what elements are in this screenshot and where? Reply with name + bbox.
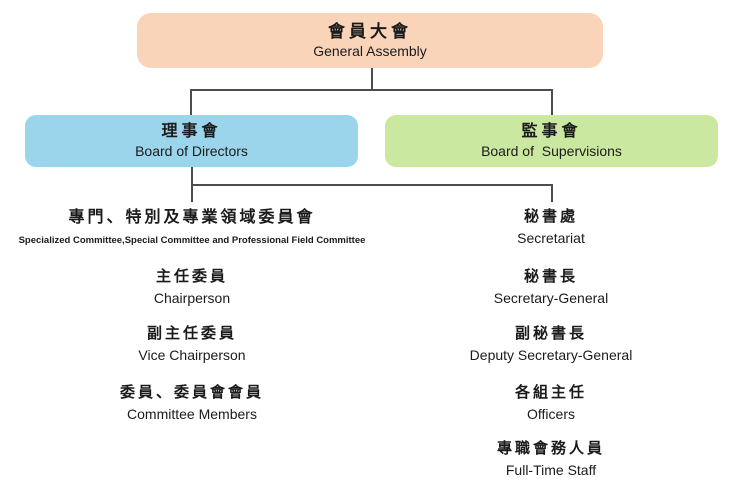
general-assembly-label-en: General Assembly [313, 43, 427, 60]
full-time-staff-label-zh: 專職會務人員 [496, 440, 605, 457]
secretary-general-label-zh: 秘書長 [523, 268, 578, 285]
specialized-committee-label-zh: 專門、特別及專業領域委員會 [68, 209, 316, 226]
full-time-staff-label-en: Full-Time Staff [505, 462, 597, 478]
connector-root-stem [371, 68, 373, 91]
vice-chairperson-label-zh: 副主任委員 [146, 325, 237, 342]
secretariat-label-en: Secretariat [517, 230, 585, 246]
node-full-time-staff: 專職會務人員 Full-Time Staff [371, 440, 731, 479]
node-secretary-general: 秘書長 Secretary-General [371, 268, 731, 307]
deputy-secretary-general-label-en: Deputy Secretary-General [469, 347, 633, 363]
node-committee-members: 委員、委員會會員 Committee Members [12, 384, 372, 423]
committee-members-label-zh: 委員、委員會會員 [119, 384, 264, 401]
specialized-committee-label-en: Specialized Committee,Special Committee … [18, 235, 366, 247]
vice-chairperson-label-en: Vice Chairperson [138, 347, 246, 363]
connector-branch-horizontal-bar [191, 184, 553, 186]
deputy-secretary-general-label-zh: 副秘書長 [514, 325, 587, 342]
connector-supervisors-drop [551, 89, 553, 116]
node-general-assembly: 會員大會 General Assembly [137, 13, 603, 68]
node-chairperson: 主任委員 Chairperson [12, 268, 372, 307]
connector-directors-drop [190, 89, 192, 116]
connector-secretariat-drop [551, 184, 553, 202]
chairperson-label-zh: 主任委員 [155, 268, 228, 285]
node-secretariat: 秘書處 Secretariat [371, 208, 731, 247]
officers-label-zh: 各組主任 [514, 384, 587, 401]
board-of-directors-label-en: Board of Directors [135, 142, 248, 159]
committee-members-label-en: Committee Members [127, 406, 257, 422]
node-board-of-supervisors: 監事會 Board of Supervisions [385, 115, 718, 167]
node-board-of-directors: 理事會 Board of Directors [25, 115, 358, 167]
general-assembly-label-zh: 會員大會 [328, 21, 412, 41]
node-specialized-committee: 專門、特別及專業領域委員會 Specialized Committee,Spec… [12, 208, 372, 248]
connector-root-horizontal-bar [190, 89, 553, 91]
secretary-general-label-en: Secretary-General [493, 290, 609, 306]
board-of-directors-label-zh: 理事會 [161, 122, 222, 140]
chairperson-label-en: Chairperson [153, 290, 231, 306]
officers-label-en: Officers [527, 406, 575, 422]
secretariat-label-zh: 秘書處 [523, 208, 578, 225]
board-of-supervisors-label-en: Board of Supervisions [481, 142, 622, 159]
board-of-supervisors-label-zh: 監事會 [521, 122, 582, 140]
node-officers: 各組主任 Officers [371, 384, 731, 423]
node-vice-chairperson: 副主任委員 Vice Chairperson [12, 325, 372, 364]
node-deputy-secretary-general: 副秘書長 Deputy Secretary-General [371, 325, 731, 364]
